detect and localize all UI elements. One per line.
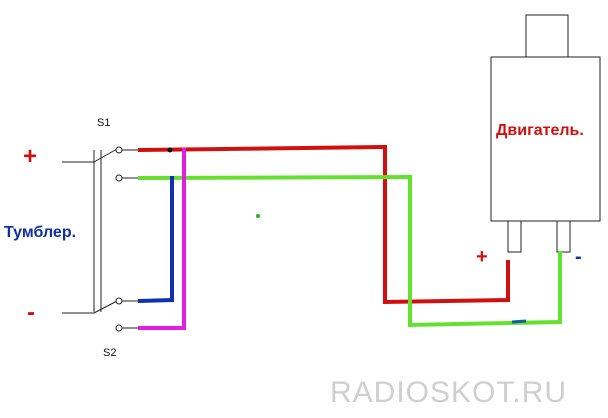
s1-contact-top	[115, 146, 123, 154]
magenta-wire	[138, 148, 186, 330]
switch-s1-label: S1	[97, 117, 111, 129]
motor	[490, 14, 601, 253]
center-dot	[256, 214, 260, 218]
watermark: RADIOSKOT.RU	[330, 376, 568, 409]
motor-plus-sign: +	[476, 246, 488, 268]
s2-contact-bottom	[115, 324, 123, 332]
left-plus-sign: +	[23, 143, 38, 170]
blue-wire	[137, 176, 174, 304]
toggle-switch	[62, 146, 140, 332]
left-minus-sign: -	[27, 299, 35, 326]
junction-dot	[167, 147, 173, 153]
motor-terminal-minus	[556, 220, 571, 253]
toggle-switch-label: Тумблер.	[4, 224, 77, 241]
switch-s2-label: S2	[103, 347, 117, 359]
motor-terminal-plus	[507, 220, 522, 253]
s2-contact-top	[115, 297, 123, 305]
motor-housing	[490, 56, 601, 222]
s1-contact-bottom	[115, 174, 123, 182]
green-wire	[137, 174, 562, 328]
motor-minus-sign: -	[575, 246, 582, 268]
motor-label: Двигатель.	[496, 122, 584, 139]
wire-mark	[511, 319, 527, 324]
motor-shaft	[525, 14, 569, 58]
red-wire	[137, 144, 510, 305]
